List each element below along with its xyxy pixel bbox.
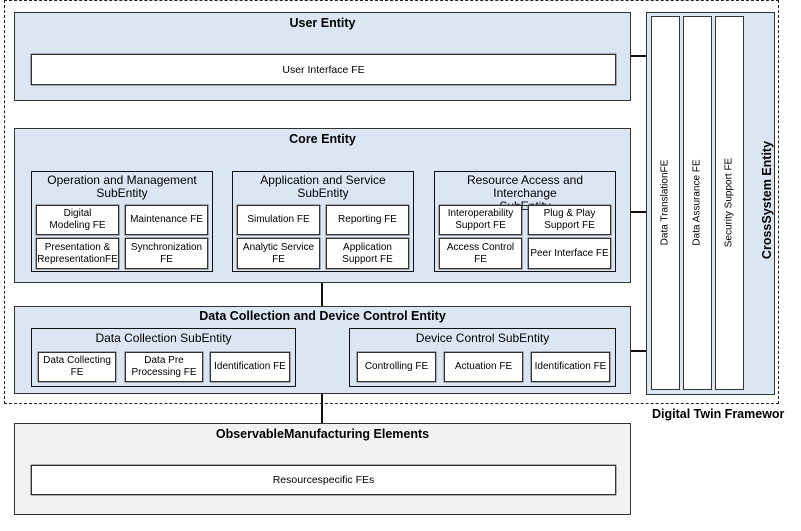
peer-interface-fe: Peer Interface FE — [528, 238, 611, 269]
identification-fe-data: Identification FE — [210, 352, 290, 382]
synchronization-fe: Synchronization FE — [125, 238, 208, 269]
simulation-fe: Simulation FE — [237, 205, 320, 235]
identification-fe-device: Identification FE — [531, 352, 610, 382]
observable-entity-title: ObservableManufacturing Elements — [215, 427, 430, 441]
data-device-entity-title: Data Collection and Device Control Entit… — [199, 309, 446, 323]
data-collection-subentity: Data Collection SubEntity Data Collectin… — [31, 328, 296, 387]
connector-core-data — [321, 282, 323, 307]
device-control-subentity: Device Control SubEntity Controlling FE … — [349, 328, 616, 387]
maintenance-fe: Maintenance FE — [125, 205, 208, 235]
plug-play-support-fe: Plug & Play Support FE — [528, 205, 611, 235]
controlling-fe: Controlling FE — [357, 352, 436, 382]
core-entity-title: Core Entity — [289, 132, 356, 146]
resource-specific-fes: Resourcespecific FEs — [31, 465, 616, 495]
data-assurance-column: Data Assurance FE — [683, 16, 712, 390]
security-support-column: Security Support FE — [715, 16, 744, 390]
user-entity: User Entity User Interface FE — [14, 12, 631, 101]
operation-management-subentity: Operation and Management SubEntity Digit… — [31, 171, 213, 272]
interoperability-support-fe: Interoperability Support FE — [439, 205, 522, 235]
digital-twin-framework-boundary — [4, 0, 779, 404]
application-service-subentity: Application and Service SubEntity Simula… — [232, 171, 414, 272]
data-assurance-fe: Data Assurance FE — [691, 159, 703, 246]
subentity-title: Application and Service SubEntity — [260, 173, 386, 200]
digital-modeling-fe: Digital Modeling FE — [36, 205, 119, 235]
analytic-service-fe: Analytic Service FE — [237, 238, 320, 269]
connector-core-cross — [630, 211, 647, 213]
cross-system-title: CrossSystem Entity — [760, 140, 774, 260]
connector-data-observable — [321, 394, 323, 423]
actuation-fe: Actuation FE — [444, 352, 523, 382]
observable-manufacturing-entity: ObservableManufacturing Elements Resourc… — [14, 423, 631, 515]
subentity-title: Data Collection SubEntity — [95, 331, 232, 345]
data-pre-processing-fe: Data Pre Processing FE — [125, 352, 203, 382]
subentity-title: Operation and Management SubEntity — [47, 173, 197, 200]
data-translation-column: Data TranslationFE — [651, 16, 680, 390]
application-support-fe: Application Support FE — [326, 238, 409, 269]
data-translation-fe: Data TranslationFE — [659, 159, 671, 246]
access-control-fe: Access Control FE — [439, 238, 522, 269]
resource-access-interchange-subentity: Resource Access and Interchange SubEntit… — [434, 171, 616, 272]
user-interface-fe: User Interface FE — [31, 54, 616, 85]
framework-label: Digital Twin Framewor — [652, 407, 785, 421]
reporting-fe: Reporting FE — [326, 205, 409, 235]
connector-data-cross — [630, 350, 647, 352]
subentity-title: Device Control SubEntity — [415, 331, 550, 345]
connector-user-cross — [630, 55, 647, 57]
user-entity-title: User Entity — [289, 16, 356, 30]
cross-system-entity: Data TranslationFE Data Assurance FE Sec… — [646, 12, 775, 395]
data-collecting-fe: Data Collecting FE — [38, 352, 116, 382]
security-support-fe: Security Support FE — [723, 157, 735, 248]
presentation-representation-fe: Presentation & RepresentationFE — [36, 238, 119, 269]
